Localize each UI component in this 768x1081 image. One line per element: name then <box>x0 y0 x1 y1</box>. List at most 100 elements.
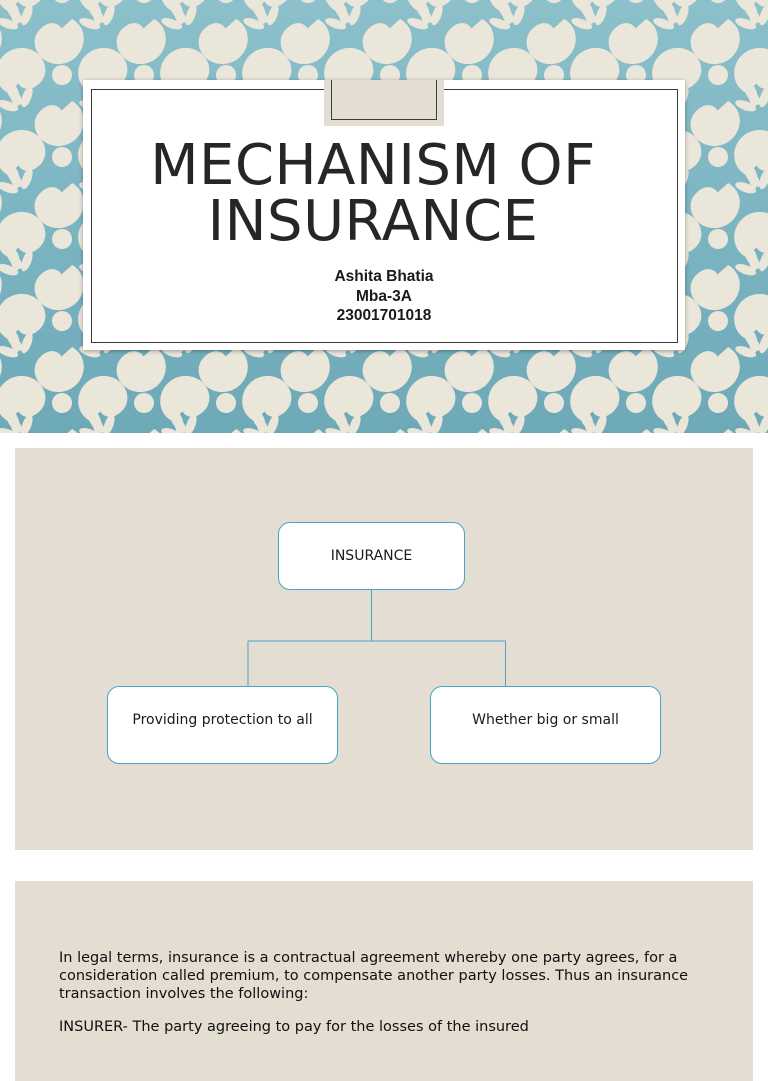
diagram-node-root-label: INSURANCE <box>330 547 413 564</box>
pattern-leaf-sprig <box>407 412 443 433</box>
title-line-1: MECHANISM OF <box>150 133 596 198</box>
diagram-node-left-label: Providing protection to all <box>132 711 313 728</box>
pattern-dot <box>464 0 480 3</box>
pattern-leaf-sprig <box>0 330 33 358</box>
pattern-paisley <box>0 375 46 422</box>
pattern-dot <box>300 0 316 3</box>
pattern-dot <box>708 393 728 413</box>
pattern-paisley <box>160 375 210 422</box>
pattern-paisley <box>526 346 576 393</box>
pattern-paisley <box>324 375 374 422</box>
pattern-paisley <box>690 18 740 65</box>
pattern-leaf-sprig <box>489 412 525 433</box>
pattern-dot <box>52 65 72 85</box>
pattern-paisley <box>34 18 84 65</box>
pattern-paisley <box>444 18 494 65</box>
pattern-paisley <box>0 129 46 176</box>
pattern-dot <box>52 393 72 413</box>
author-name: Ashita Bhatia <box>334 268 434 285</box>
pattern-leaf-sprig <box>325 412 361 433</box>
pattern-paisley <box>608 346 658 393</box>
pattern-dot <box>134 393 154 413</box>
pattern-dot <box>462 393 482 413</box>
pattern-paisley <box>0 47 46 94</box>
pattern-leaf-sprig <box>735 166 768 194</box>
pattern-paisley <box>652 375 702 422</box>
pattern-paisley <box>362 346 412 393</box>
pattern-leaf-sprig <box>325 2 361 30</box>
course-label: Mba-3A <box>356 287 412 305</box>
pattern-dot <box>52 229 72 249</box>
pattern-leaf-sprig <box>407 2 443 30</box>
pattern-dot <box>52 147 72 167</box>
pattern-dot <box>546 0 562 3</box>
pattern-dot <box>298 393 318 413</box>
pattern-leaf-sprig <box>571 2 607 30</box>
pattern-paisley <box>34 100 84 147</box>
pattern-paisley <box>406 375 456 422</box>
insurer-definition: INSURER- The party agreeing to pay for t… <box>59 1019 529 1035</box>
pattern-paisley <box>34 182 84 229</box>
slide-title: MECHANISM OF INSURANCE <box>83 138 663 250</box>
pattern-paisley <box>608 18 658 65</box>
pattern-dot <box>54 0 70 3</box>
definition-paragraph: In legal terms, insurance is a contractu… <box>59 950 689 1002</box>
pattern-leaf-sprig <box>0 84 33 112</box>
diagram-connectors <box>247 590 506 686</box>
pattern-leaf-sprig <box>161 412 197 433</box>
pattern-dot <box>544 393 564 413</box>
roll-number: 23001701018 <box>336 307 432 324</box>
diagram-node-root: INSURANCE <box>278 522 465 590</box>
pattern-paisley <box>690 182 740 229</box>
pattern-paisley <box>690 264 740 311</box>
pattern-paisley <box>78 375 128 422</box>
pattern-paisley <box>116 18 166 65</box>
pattern-paisley <box>734 293 768 340</box>
pattern-paisley <box>690 346 740 393</box>
pattern-paisley <box>734 47 768 94</box>
pattern-leaf-sprig <box>0 248 33 276</box>
pattern-paisley <box>0 293 46 340</box>
pattern-dot <box>708 147 728 167</box>
pattern-leaf-sprig <box>0 166 33 194</box>
pattern-paisley <box>444 346 494 393</box>
pattern-paisley <box>734 129 768 176</box>
pattern-paisley <box>734 211 768 258</box>
pattern-paisley <box>280 346 330 393</box>
title-slide: MECHANISM OF INSURANCE Ashita Bhatia Mba… <box>0 0 768 433</box>
pattern-dot <box>708 65 728 85</box>
pattern-leaf-sprig <box>571 412 607 433</box>
text-slide: In legal terms, insurance is a contractu… <box>15 881 753 1081</box>
pattern-leaf-sprig <box>0 2 33 30</box>
pattern-dot <box>380 393 400 413</box>
pattern-leaf-sprig <box>489 2 525 30</box>
pattern-paisley <box>526 18 576 65</box>
pattern-paisley <box>34 346 84 393</box>
pattern-leaf-sprig <box>79 2 115 30</box>
pattern-paisley <box>0 211 46 258</box>
pattern-dot <box>708 229 728 249</box>
subtitle-block: Ashita Bhatia Mba-3A 23001701018 <box>83 267 685 326</box>
pattern-paisley <box>690 100 740 147</box>
pattern-leaf-sprig <box>79 412 115 433</box>
pattern-dot <box>710 0 726 3</box>
diagram-node-left: Providing protection to all <box>107 686 338 764</box>
pattern-paisley <box>198 18 248 65</box>
pattern-leaf-sprig <box>243 412 279 433</box>
pattern-dot <box>382 0 398 3</box>
title-line-2: INSURANCE <box>207 189 539 254</box>
pattern-leaf-sprig <box>0 412 33 433</box>
diagram-node-right: Whether big or small <box>430 686 661 764</box>
pattern-paisley <box>734 375 768 422</box>
diagram-node-right-label: Whether big or small <box>472 711 619 728</box>
diagram-slide: INSURANCE Providing protection to all Wh… <box>15 448 753 850</box>
pattern-paisley <box>34 264 84 311</box>
pattern-paisley <box>362 18 412 65</box>
pattern-paisley <box>242 375 292 422</box>
pattern-paisley <box>570 375 620 422</box>
pattern-leaf-sprig <box>653 2 689 30</box>
pattern-paisley <box>198 346 248 393</box>
title-tab-decoration <box>324 80 444 126</box>
pattern-paisley <box>280 18 330 65</box>
pattern-paisley <box>116 346 166 393</box>
